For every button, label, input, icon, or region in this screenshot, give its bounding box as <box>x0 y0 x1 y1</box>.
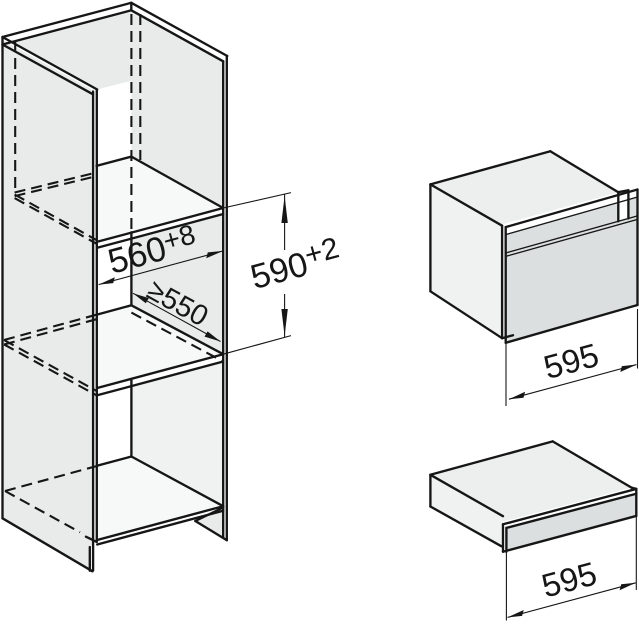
svg-text:595: 595 <box>538 554 601 604</box>
svg-text:595: 595 <box>540 336 603 386</box>
svg-text:590+2: 590+2 <box>245 231 345 297</box>
